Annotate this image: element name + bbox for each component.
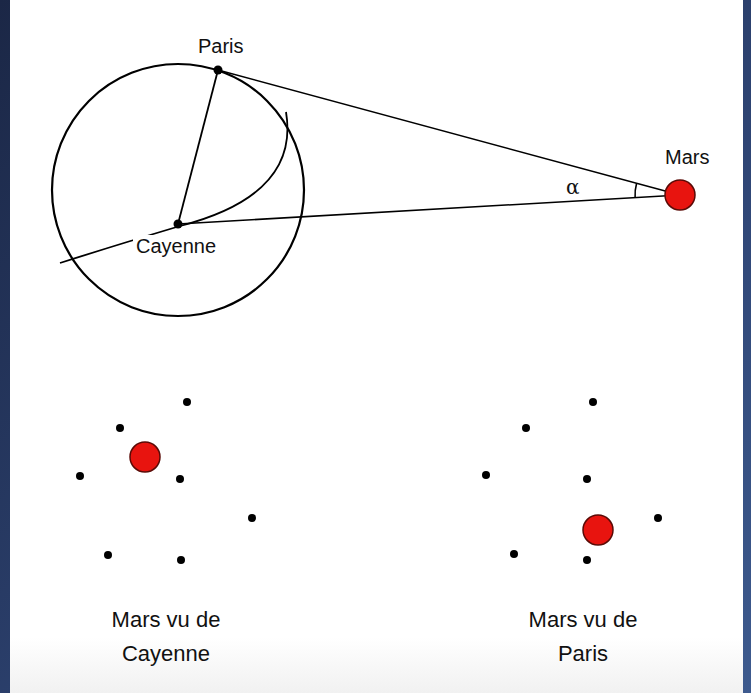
planet-label: Mars [665,146,709,169]
radius-line [178,70,218,224]
cayenne-dot [174,220,183,229]
place-label: Paris [198,35,244,58]
view-caption: Mars vu de Cayenne [91,603,241,671]
angle-label: α [566,176,580,199]
angle-arc [635,183,637,197]
mars-planet [665,180,695,210]
view-caption: Mars vu de Paris [508,603,658,671]
paris-dot [214,66,223,75]
earth-circle [52,64,304,316]
mars-planet [583,515,613,545]
mars-planet [130,442,160,472]
sight-line [178,195,680,224]
sight-line [218,70,680,195]
star-field [482,398,662,564]
meridian-curve [60,112,287,263]
place-label: Cayenne [133,235,219,258]
star-field [76,398,256,564]
slide-panel [10,0,743,693]
